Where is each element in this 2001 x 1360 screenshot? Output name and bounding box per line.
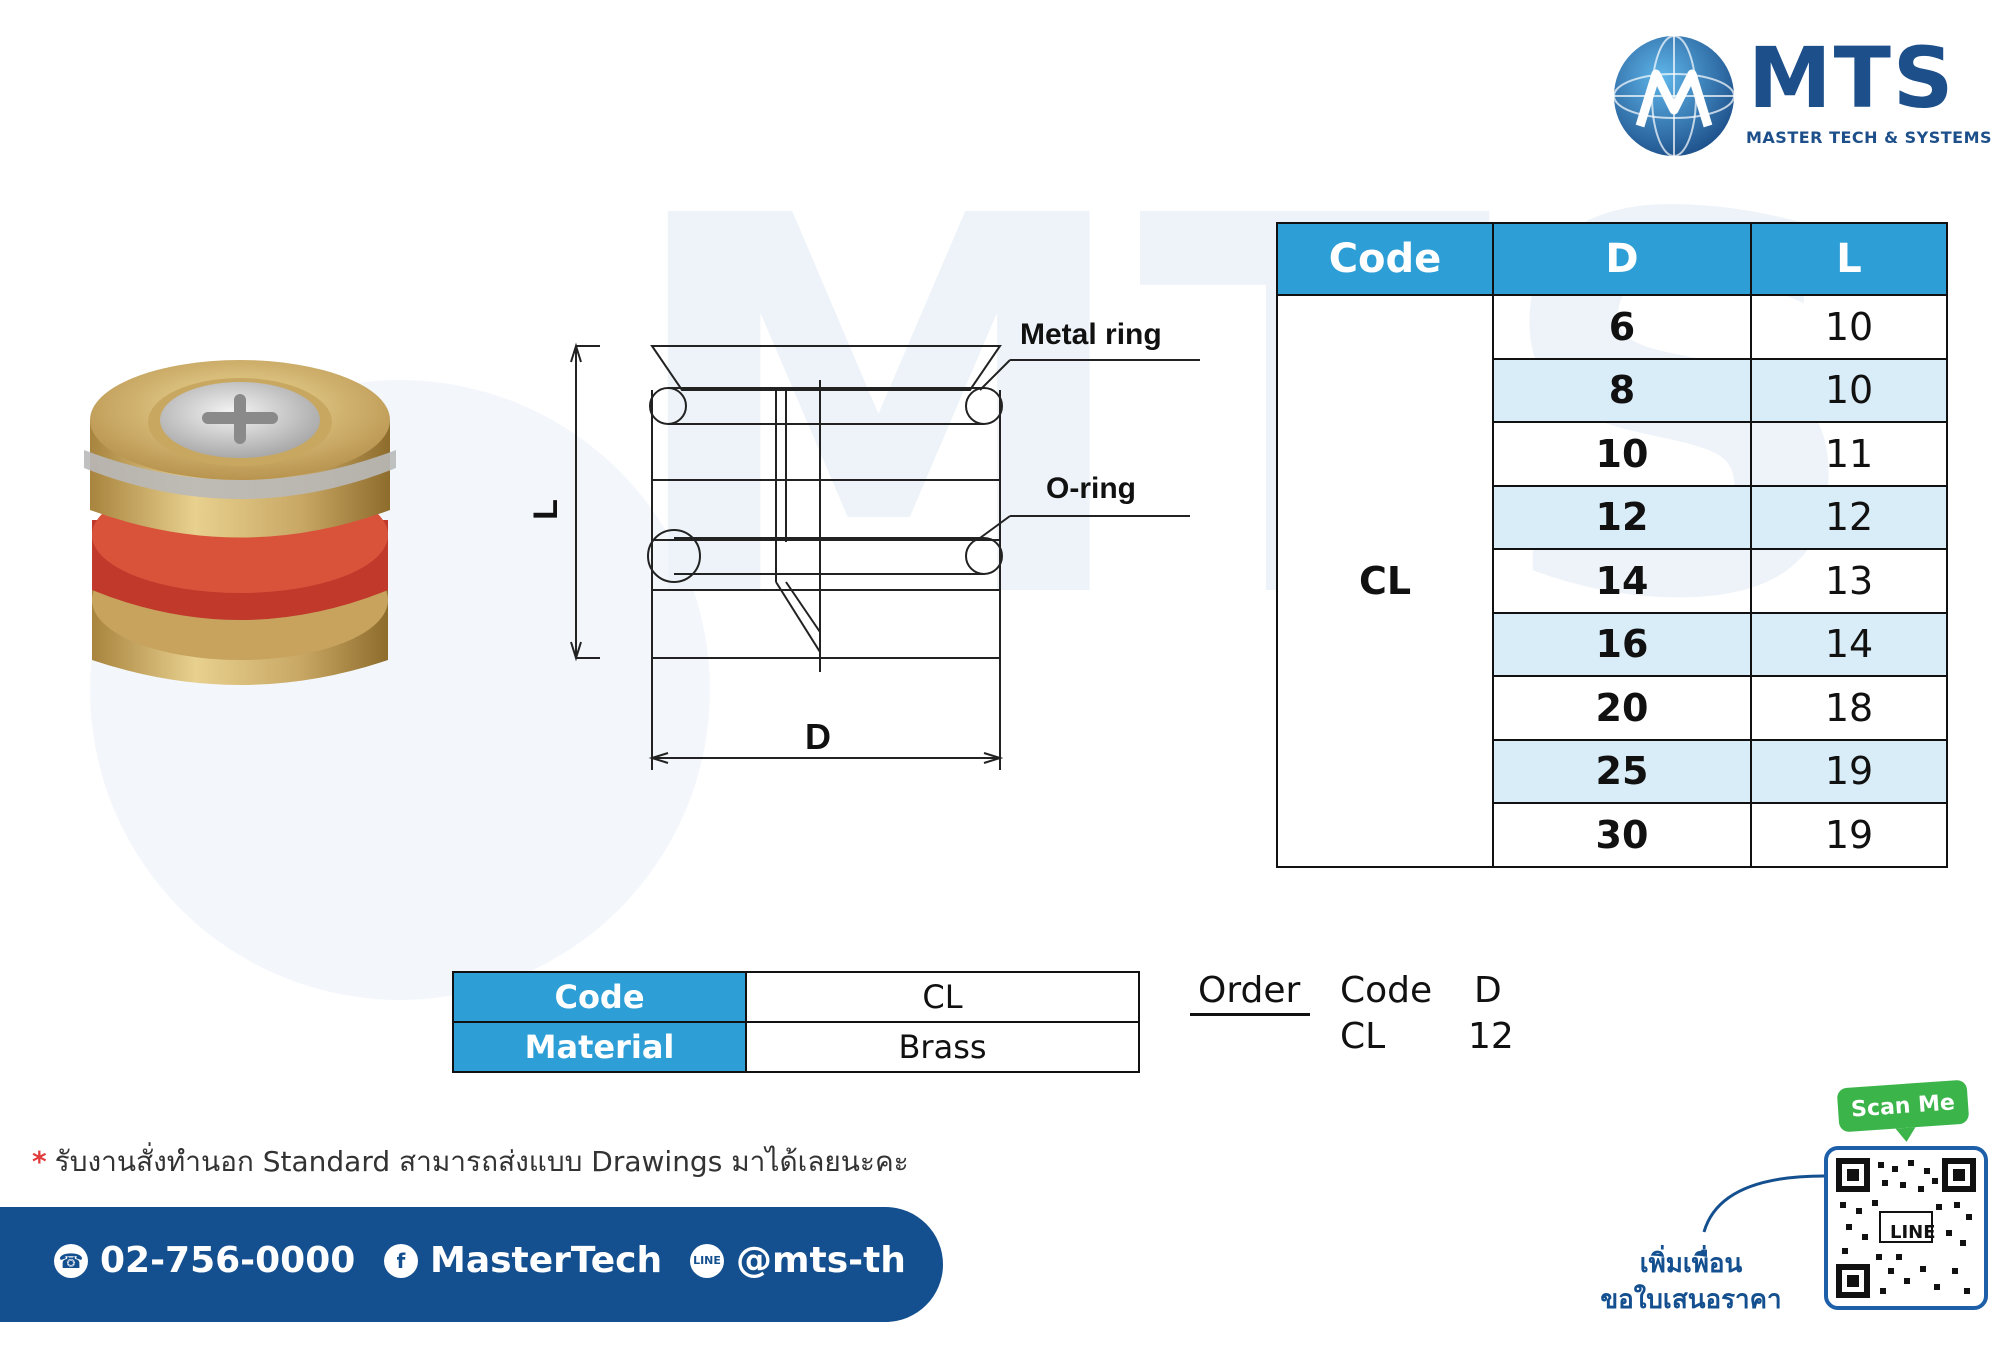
contact-facebook[interactable]: f MasterTech [384,1240,662,1281]
spec-l-cell: 12 [1750,484,1948,550]
material-code-value: CL [745,971,1140,1023]
order-underline [1190,1013,1310,1016]
label-dimension-l: L [526,499,565,520]
spec-d-cell: 6 [1492,294,1752,360]
spec-header-d: D [1492,222,1752,296]
spec-header-l: L [1750,222,1948,296]
table-row: 8 10 [1277,357,1948,423]
brand-name: MTS [1748,29,1956,127]
technical-drawing [570,342,1200,770]
contact-line[interactable]: LINE @mts-th [690,1240,906,1281]
spec-header-code: Code [1276,222,1494,296]
spec-d-cell: 16 [1492,611,1752,677]
scan-me-badge: Scan Me [1836,1079,1970,1133]
spec-d-cell: 20 [1492,675,1752,741]
spec-l-cell: 19 [1750,802,1948,868]
qr-line-label: LINE [1890,1222,1936,1243]
spec-d-cell: 12 [1492,484,1752,550]
mts-globe-logo-icon [1613,35,1735,157]
request-quote-text: ขอใบเสนอราคา [1600,1285,1782,1315]
material-value: Brass [745,1021,1140,1073]
qr-pattern-icon [1836,1158,1976,1298]
asterisk-icon: * [32,1145,47,1178]
spec-l-cell: 13 [1750,548,1948,614]
table-row: 30 19 [1277,802,1948,868]
spec-l-cell: 19 [1750,738,1948,804]
line-id: @mts-th [736,1240,906,1281]
table-row: 10 11 [1277,421,1948,487]
material-table: Code CL Material Brass [452,971,1140,1073]
product-photo [84,360,396,685]
spec-code-cell: CL [1276,294,1494,868]
order-header-code: Code [1340,970,1433,1011]
material-label: Material [452,1021,747,1073]
label-o-ring: O-ring [1046,472,1136,505]
material-code-label: Code [452,971,747,1023]
spec-d-cell: 8 [1492,357,1752,423]
contact-bar [0,1207,943,1322]
label-dimension-d: D [805,716,831,757]
order-label: Order [1198,970,1301,1011]
spec-l-cell: 14 [1750,611,1948,677]
arrow-curve-icon [1702,1174,1825,1233]
table-row: 14 13 [1277,548,1948,614]
qr-caption: เพิ่มเพื่อน ขอใบเสนอราคา [1586,1246,1796,1318]
table-row: 25 19 [1277,738,1948,804]
add-friend-text: เพิ่มเพื่อน [1639,1249,1743,1279]
spec-l-cell: 10 [1750,357,1948,423]
brand-tagline: MASTER TECH & SYSTEMS [1746,128,1993,147]
spec-header-row: Code D L [1276,222,1948,296]
spec-l-cell: 10 [1750,294,1948,360]
order-example-code: CL [1340,1016,1386,1057]
line-icon: LINE [690,1243,724,1278]
line-qr-code[interactable]: LINE [1824,1146,1988,1310]
label-metal-ring: Metal ring [1020,318,1162,351]
table-row: Material Brass [452,1021,1140,1073]
facebook-name: MasterTech [430,1240,663,1281]
phone-icon: ☎ [54,1243,88,1278]
facebook-icon: f [384,1243,418,1278]
spec-d-cell: 14 [1492,548,1752,614]
spec-d-cell: 25 [1492,738,1752,804]
order-example-d: 12 [1468,1016,1514,1057]
spec-l-cell: 11 [1750,421,1948,487]
phone-number: 02-756-0000 [100,1240,356,1281]
table-row: 16 14 [1277,611,1948,677]
spec-d-cell: 30 [1492,802,1752,868]
spec-l-cell: 18 [1750,675,1948,741]
table-row: 12 12 [1277,484,1948,550]
spec-table: Code D L CL 6 10 8 10 10 11 12 12 14 13 … [1276,222,1948,868]
note-text: รับงานสั่งทำนอก Standard สามารถส่งแบบ Dr… [54,1145,909,1178]
contact-phone[interactable]: ☎ 02-756-0000 [54,1240,355,1281]
table-row: CL 6 10 [1276,294,1948,868]
table-row: 20 18 [1277,675,1948,741]
custom-order-note: *รับงานสั่งทำนอก Standard สามารถส่งแบบ D… [32,1140,909,1184]
order-header-d: D [1474,970,1502,1011]
spec-d-cell: 10 [1492,421,1752,487]
table-row: Code CL [452,971,1140,1023]
